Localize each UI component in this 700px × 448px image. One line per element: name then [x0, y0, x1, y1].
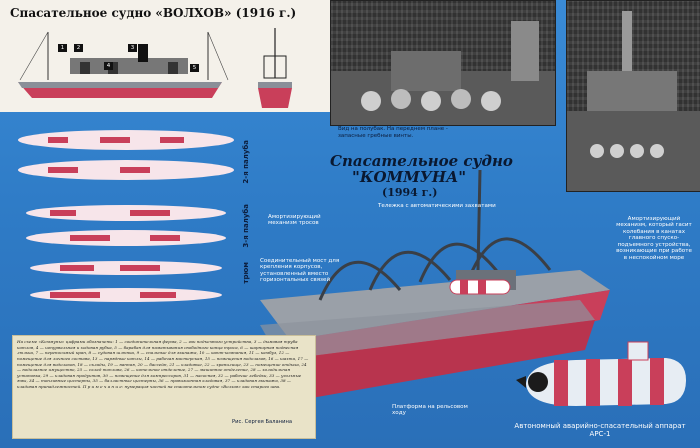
volkhov-label-4: 4: [104, 62, 113, 70]
arc1-submersible: [516, 341, 686, 406]
volkhov-title: Спасательное судно «ВОЛХОВ» (1916 г.): [10, 6, 297, 20]
volkhov-label-5: 5: [190, 64, 199, 72]
volkhov-side-view: [18, 31, 229, 98]
legend-box: На схеме «Коммуны» цифрами обозначены: 1…: [12, 335, 316, 439]
legend-text: На схеме «Коммуны» цифрами обозначены: 1…: [17, 339, 309, 390]
volkhov-label-1: 1: [58, 44, 67, 52]
callout-shock-absorber-left: Амортизирующий механизм тросов: [268, 214, 321, 227]
deck-label-3: 3-я палуба: [242, 204, 250, 248]
photo-deck-equipment: [566, 0, 700, 192]
deck-label-2: 2-я палуба: [242, 140, 250, 184]
volkhov-label-3: 3: [128, 44, 137, 52]
volkhov-label-2: 2: [74, 44, 83, 52]
forecastle-sketch: [331, 21, 555, 125]
kommuna-cutaway: [260, 169, 610, 400]
callout-trolley: Тележка с автоматическими захватами: [378, 203, 496, 209]
photo-forecastle: [330, 0, 556, 126]
deck-equipment-sketch: [567, 11, 700, 191]
kommuna-arc1-onboard: [449, 279, 511, 295]
callout-shock-absorber-right: Амортизирующий механизм, который гасит к…: [616, 216, 692, 261]
deck-plans: [18, 130, 234, 302]
volkhov-front-view: [258, 28, 292, 108]
illustration-credit: Рис. Сергея Баланина: [232, 419, 293, 425]
photo-caption: Вид на полубак. На переднем плане - запа…: [338, 126, 448, 139]
arc1-caption: Автономный аварийно-спасательный аппарат…: [514, 422, 686, 439]
deck-label-hold: трюм: [242, 262, 250, 284]
callout-platform: Платформа на рельсовом ходу: [392, 404, 468, 417]
kommuna-title-name: "КОММУНА": [352, 168, 467, 186]
callout-bridge: Соединительный мост для крепления корпус…: [260, 258, 340, 284]
kommuna-title: Спасательное судно: [330, 152, 513, 170]
kommuna-year: (1994 г.): [382, 186, 438, 199]
